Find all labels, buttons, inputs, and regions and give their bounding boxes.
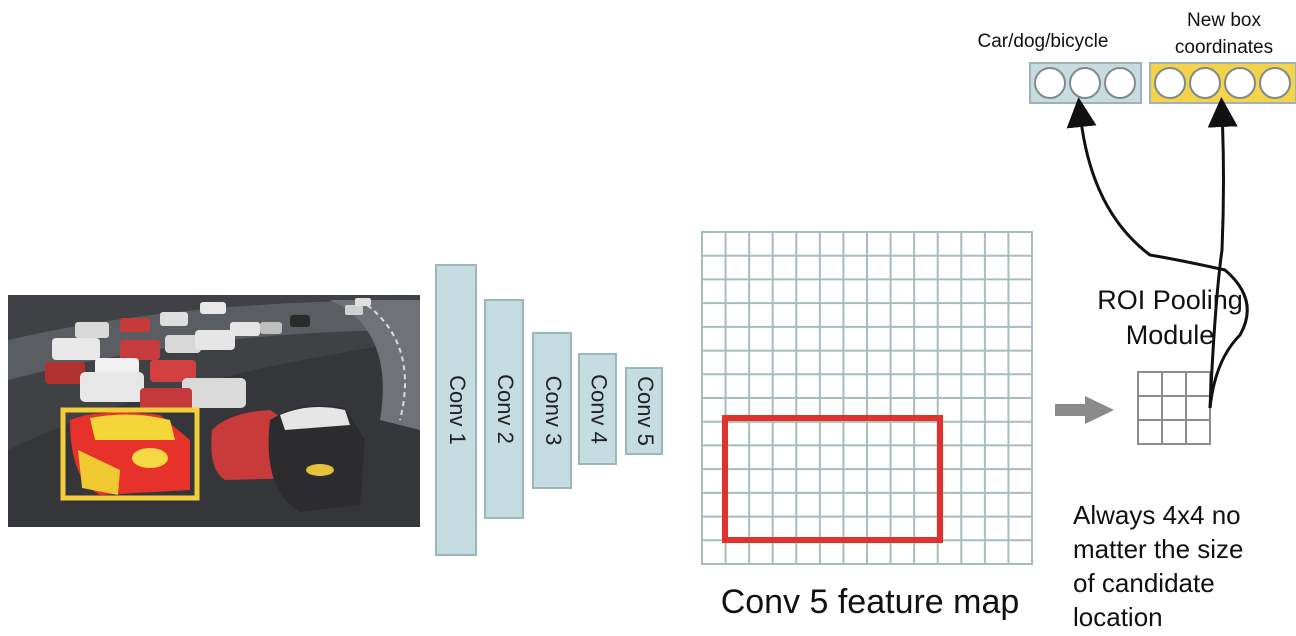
feature-map-label: Conv 5 feature map [721,583,1020,621]
conv-layer-label: Conv 3 [541,376,566,446]
output-neuron [1034,67,1066,99]
conv-layer-label: Conv 4 [587,374,612,444]
class-output-vector [1029,62,1142,104]
race-cars-photo [8,295,420,527]
output-neuron [1069,67,1101,99]
output-neuron [1259,67,1291,99]
conv-layer-label: Conv 5 [633,376,658,446]
output-neuron [1189,67,1221,99]
connector-to-box-output [1207,97,1238,409]
conv-layer-label: Conv 1 [445,375,470,445]
conv-layer-5: Conv 5 [625,367,663,455]
note-line-3: of candidate [1073,568,1215,598]
conv-layer-1: Conv 1 [435,264,477,556]
output-neuron [1104,67,1136,99]
conv-layer-2: Conv 2 [484,299,524,519]
output-neuron [1224,67,1256,99]
conv5-feature-map [701,231,1033,565]
conv-layer-label: Conv 2 [493,374,518,444]
roi-pooling-label-line2: Module [1126,320,1215,350]
note-line-1: Always 4x4 no [1073,500,1241,530]
note-line-2: matter the size [1073,534,1244,564]
box-output-vector [1149,62,1296,104]
output-neuron [1154,67,1186,99]
class-output-label: Car/dog/bicycle [978,31,1109,52]
conv-layer-3: Conv 3 [532,332,572,489]
detection-box [60,407,200,501]
conv-layers: Conv 1 Conv 2 Conv 3 Conv 4 Conv 5 [435,264,663,556]
conv-layer-4: Conv 4 [578,353,617,465]
roi-pooling-grid [1137,371,1211,445]
box-output-label-line2: coordinates [1175,37,1273,58]
roi-pooling-label-line1: ROI Pooling [1097,285,1243,315]
roi-region-box [722,415,943,543]
right-arrow-icon [1055,396,1114,424]
note-line-4: location [1073,602,1163,632]
box-output-label-line1: New box [1187,10,1261,31]
